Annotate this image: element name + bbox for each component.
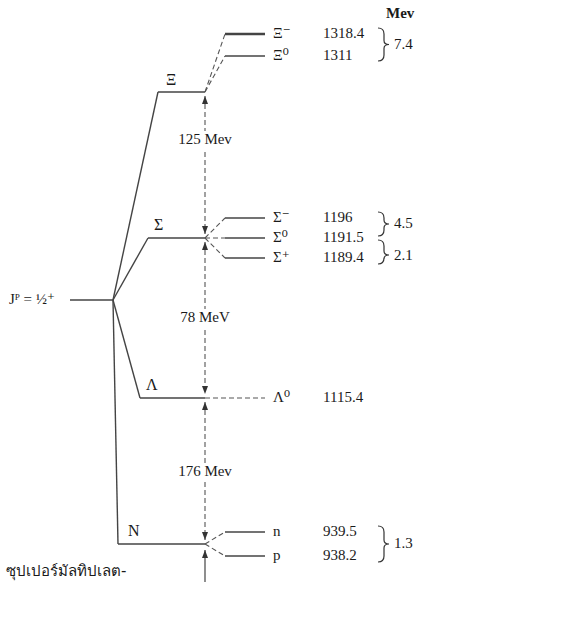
split-line: [205, 237, 225, 238]
particle-name: Σ⁺: [272, 249, 291, 266]
multiplet-name: Λ: [145, 376, 159, 394]
brace: [378, 212, 389, 236]
split-line: [205, 218, 225, 238]
mass-value: 1311: [322, 47, 353, 64]
mass-value: 938.2: [322, 547, 358, 564]
splitting-value: 7.4: [393, 36, 414, 53]
multiplet-name: Ξ: [165, 71, 177, 89]
particle-name: Σ⁻: [272, 209, 291, 226]
multiplet-level: [158, 91, 205, 92]
brace: [378, 526, 389, 562]
splitting-value: 1.3: [393, 535, 414, 552]
mass-value: 1191.5: [322, 229, 365, 246]
split-line: [205, 544, 225, 556]
mass-value: 1196: [322, 209, 353, 226]
particle-level: [225, 217, 265, 218]
particle-level: [225, 33, 265, 35]
common-level: [70, 299, 113, 300]
multiplet-level: [118, 543, 205, 544]
split-line: [205, 56, 225, 92]
caption-text: ซุปเปอร์มัลทิปเลต-: [5, 563, 127, 580]
fan-line: [113, 300, 118, 544]
multiplet-level: [148, 237, 205, 238]
split-line: [205, 238, 225, 258]
particle-name: Σ⁰: [272, 229, 289, 246]
unit-header: Mev: [385, 5, 415, 22]
brace: [378, 28, 389, 61]
mass-value: 939.5: [322, 523, 358, 540]
particle-name: Ξ⁻: [272, 25, 292, 42]
fan-line: [113, 238, 148, 300]
split-line: [205, 397, 265, 398]
spin-parity: Jᴾ = ½⁺: [8, 291, 56, 308]
split-line: [205, 532, 225, 544]
particle-level: [225, 237, 265, 238]
particle-level: [225, 555, 265, 556]
gap-label: 176 Mev: [177, 463, 233, 480]
gap-arrow: [204, 96, 205, 234]
multiplet-name: Σ: [153, 216, 164, 234]
mass-value: 1115.4: [322, 389, 364, 406]
splitting-value: 2.1: [393, 247, 414, 264]
fan-line: [113, 300, 140, 398]
particle-level: [225, 257, 265, 258]
mass-value: 1318.4: [322, 25, 365, 42]
brace: [378, 240, 389, 264]
multiplet-name: N: [127, 522, 141, 540]
splitting-value: 4.5: [393, 215, 414, 232]
particle-name: p: [272, 547, 282, 564]
caption-arrow: [204, 550, 205, 582]
particle-level: [225, 55, 265, 56]
gap-label: 78 MeV: [179, 309, 231, 326]
split-line: [205, 34, 225, 92]
particle-name: n: [272, 523, 282, 540]
mass-value: 1189.4: [322, 249, 365, 266]
particle-level: [225, 531, 265, 532]
multiplet-level: [140, 397, 205, 398]
particle-name: Ξ⁰: [272, 47, 290, 64]
fan-line: [113, 92, 158, 300]
particle-name: Λ⁰: [272, 389, 291, 406]
gap-label: 125 Mev: [177, 131, 233, 148]
